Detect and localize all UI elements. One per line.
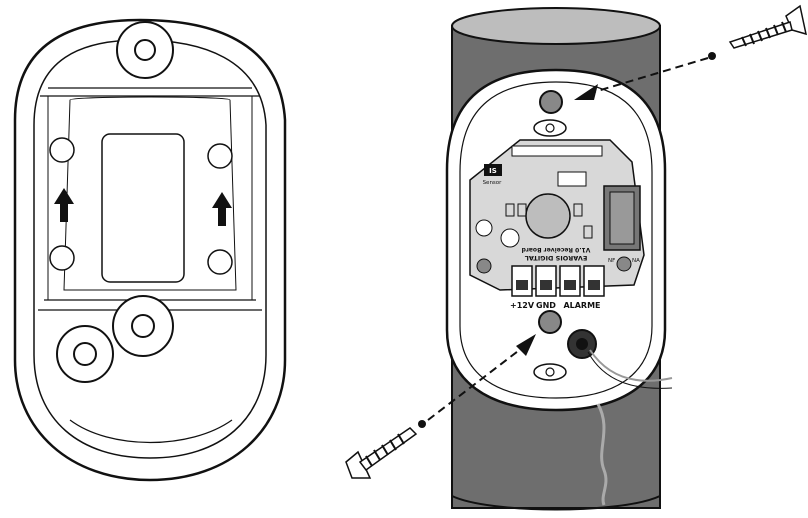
screw-hole-left-top (49, 137, 75, 163)
guide-line-top (593, 57, 709, 93)
terminal-label-gnd: GND (536, 301, 556, 310)
relay-nf-label: NF (608, 258, 615, 264)
pole-top-opening (451, 7, 661, 45)
board-component (557, 171, 587, 187)
terminal-screw (516, 280, 528, 290)
screw-bottom (345, 427, 418, 479)
enclosure-rib (38, 87, 262, 311)
screw-thread-lines (741, 21, 787, 47)
board-capacitor (500, 228, 520, 248)
board-title: EVAROIS DIGITAL (525, 254, 588, 262)
up-arrow-icon (54, 188, 74, 222)
enclosure-bottom-lip (69, 419, 233, 444)
board-mount-hole (476, 258, 492, 274)
cable-wire (587, 351, 673, 389)
screw-head-icon (345, 450, 372, 479)
board-badge-text: IS (489, 167, 497, 175)
guide-dot (418, 420, 426, 428)
cable-grommet-hole (576, 338, 588, 350)
pole-top-screw-hole (539, 90, 563, 114)
board-component (573, 203, 583, 217)
pole-bottom-rim (451, 495, 661, 511)
screw-thread-lines (365, 433, 405, 467)
board-buzzer (525, 193, 571, 239)
screw-hole-right-bottom (207, 249, 233, 275)
enclosure-inner-rim (33, 39, 267, 459)
guide-dot (708, 52, 716, 60)
board-trimmer (475, 219, 493, 237)
enclosure-floor (63, 96, 237, 291)
arrow-head-icon (516, 334, 536, 356)
cable-wire (589, 349, 673, 382)
screw-top (728, 4, 807, 49)
board-badge (484, 164, 502, 176)
terminal-block (511, 265, 605, 297)
cable-wire (596, 403, 608, 506)
board-mount-hole (616, 256, 632, 272)
screw-hole-left-bottom (49, 245, 75, 271)
cable-entry-hole (73, 342, 97, 366)
guide-line-bottom (427, 347, 523, 421)
pole-assembly-view: EVAROIS DIGITAL V1.0 Receiver Board IS S… (445, 7, 673, 511)
board-relay-face (609, 191, 635, 245)
enclosure-side-rib (47, 96, 253, 300)
receiver-enclosure-rim (459, 81, 653, 399)
terminal-screw (588, 280, 600, 290)
terminal-screw (540, 280, 552, 290)
center-window (101, 133, 185, 283)
relay-na-label: NA (632, 258, 640, 264)
terminal-label-12v: +12V (510, 301, 535, 310)
screw-hole-right-top (207, 143, 233, 169)
board-small-text: Sensor (483, 180, 503, 186)
arrow-head-icon (574, 84, 598, 100)
board-component (517, 203, 527, 217)
board-top-connector (511, 145, 603, 157)
terminal-label-alarme: ALARME (563, 301, 600, 310)
pole-bottom-washer-hole (545, 367, 555, 377)
top-mounting-hole (134, 39, 156, 61)
terminal-screw (564, 280, 576, 290)
pole-bottom-screw-hole (538, 310, 562, 334)
screw-thread (358, 427, 418, 472)
bottom-mounting-hole (131, 314, 155, 338)
board-component (583, 225, 593, 239)
board-label-group: EVAROIS DIGITAL V1.0 Receiver Board (522, 246, 591, 262)
pole-top-washer-hole (545, 123, 555, 133)
enclosure-back-view (13, 18, 287, 482)
board-component (505, 203, 515, 217)
board-subtitle: V1.0 Receiver Board (522, 246, 591, 253)
up-arrow-icon (212, 192, 232, 226)
